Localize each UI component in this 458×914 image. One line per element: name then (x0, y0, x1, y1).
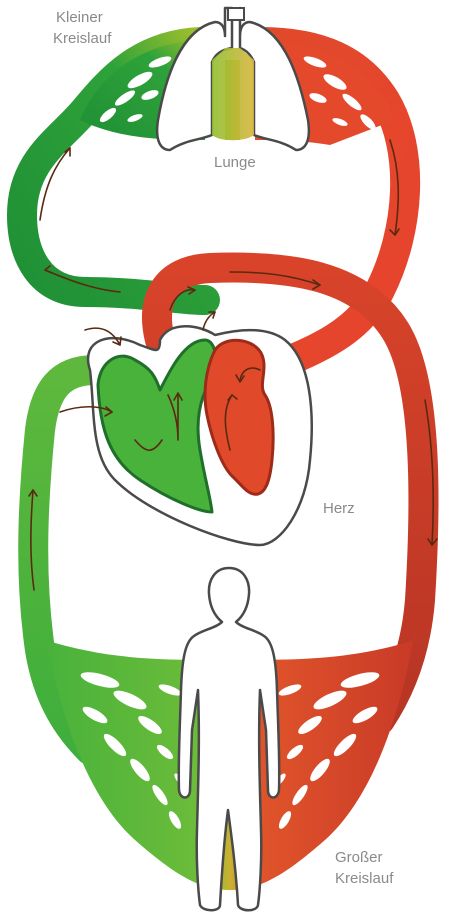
small-circulation-label-line1: Kleiner (56, 9, 103, 26)
small-circulation-label-line2: Kreislauf (53, 30, 112, 47)
large-circulation-label-line2: Kreislauf (335, 870, 394, 887)
large-circulation-label-line1: Großer (335, 849, 383, 866)
heart-label: Herz (323, 500, 355, 517)
lung-label: Lunge (214, 154, 256, 171)
heart-icon (88, 326, 312, 545)
